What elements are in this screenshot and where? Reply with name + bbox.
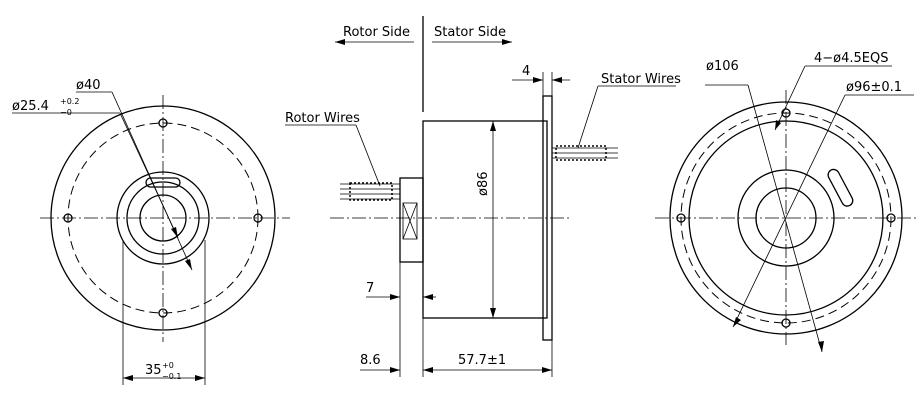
right-holes-label: 4−ø4.5EQS <box>814 51 889 66</box>
left-width-tol-lower: −0.1 <box>162 372 181 381</box>
stator-wires-label: Stator Wires <box>601 72 681 87</box>
body-length-arrow-r <box>542 367 552 373</box>
rotor-wires <box>340 182 400 201</box>
rotor-hub <box>399 177 424 263</box>
stator-side-label: Stator Side <box>434 25 506 40</box>
rotor-side-label: Rotor Side <box>343 25 410 40</box>
right-view <box>655 65 918 353</box>
left-mid-arrow <box>185 259 192 270</box>
right-pcd-arrow <box>733 317 741 327</box>
rotor-hub-slot <box>402 202 418 240</box>
right-flange-dia-label: ø106 <box>706 59 739 74</box>
stator-wires-leader <box>577 85 599 149</box>
left-width-tol-upper: +0 <box>162 361 174 370</box>
stator-wires <box>552 145 618 161</box>
flange-thickness-label: 4 <box>522 64 530 79</box>
rotor-offset-label: 7 <box>366 281 374 296</box>
left-mid-dia-label: ø40 <box>76 78 101 93</box>
left-bore-tol-lower: −0 <box>60 108 72 117</box>
right-pcd-label: ø96±0.1 <box>846 80 902 95</box>
rotor-length-arrow <box>390 367 400 373</box>
rotor-wires-leader <box>355 124 381 187</box>
body-length-arrow-l <box>423 367 433 373</box>
right-holes-arrow <box>775 120 781 130</box>
body-length-label: 57.7±1 <box>458 353 506 368</box>
left-view <box>12 91 290 385</box>
offset-arrow-l <box>390 294 400 300</box>
right-flange-arrow <box>818 341 824 352</box>
body-housing <box>422 120 548 319</box>
right-holes-leader <box>774 65 806 131</box>
body-dia-arrow-top <box>490 121 496 131</box>
left-width-label: 35 <box>145 363 162 378</box>
rotor-hub-cross-b <box>402 202 418 240</box>
side-view <box>285 16 676 377</box>
left-width-arrow-l <box>123 375 133 381</box>
right-pcd-line <box>732 94 846 328</box>
left-bore-label: ø25.4 <box>12 99 49 114</box>
flange-arrow-r <box>552 77 562 83</box>
body-dia-label: ø86 <box>476 172 491 197</box>
left-width-arrow-r <box>195 375 205 381</box>
rotor-length-label: 8.6 <box>360 353 381 368</box>
flange-arrow-l <box>533 77 543 83</box>
left-bore-tol-upper: +0.2 <box>60 97 79 106</box>
right-slot <box>827 168 854 207</box>
left-mid-leader <box>111 91 193 271</box>
offset-arrow-r <box>423 294 433 300</box>
rotor-wires-label: Rotor Wires <box>285 111 360 126</box>
stator-side-arrowhead <box>502 39 512 45</box>
rotor-side-arrowhead <box>335 39 345 45</box>
body-dia-arrow-bot <box>490 308 496 318</box>
